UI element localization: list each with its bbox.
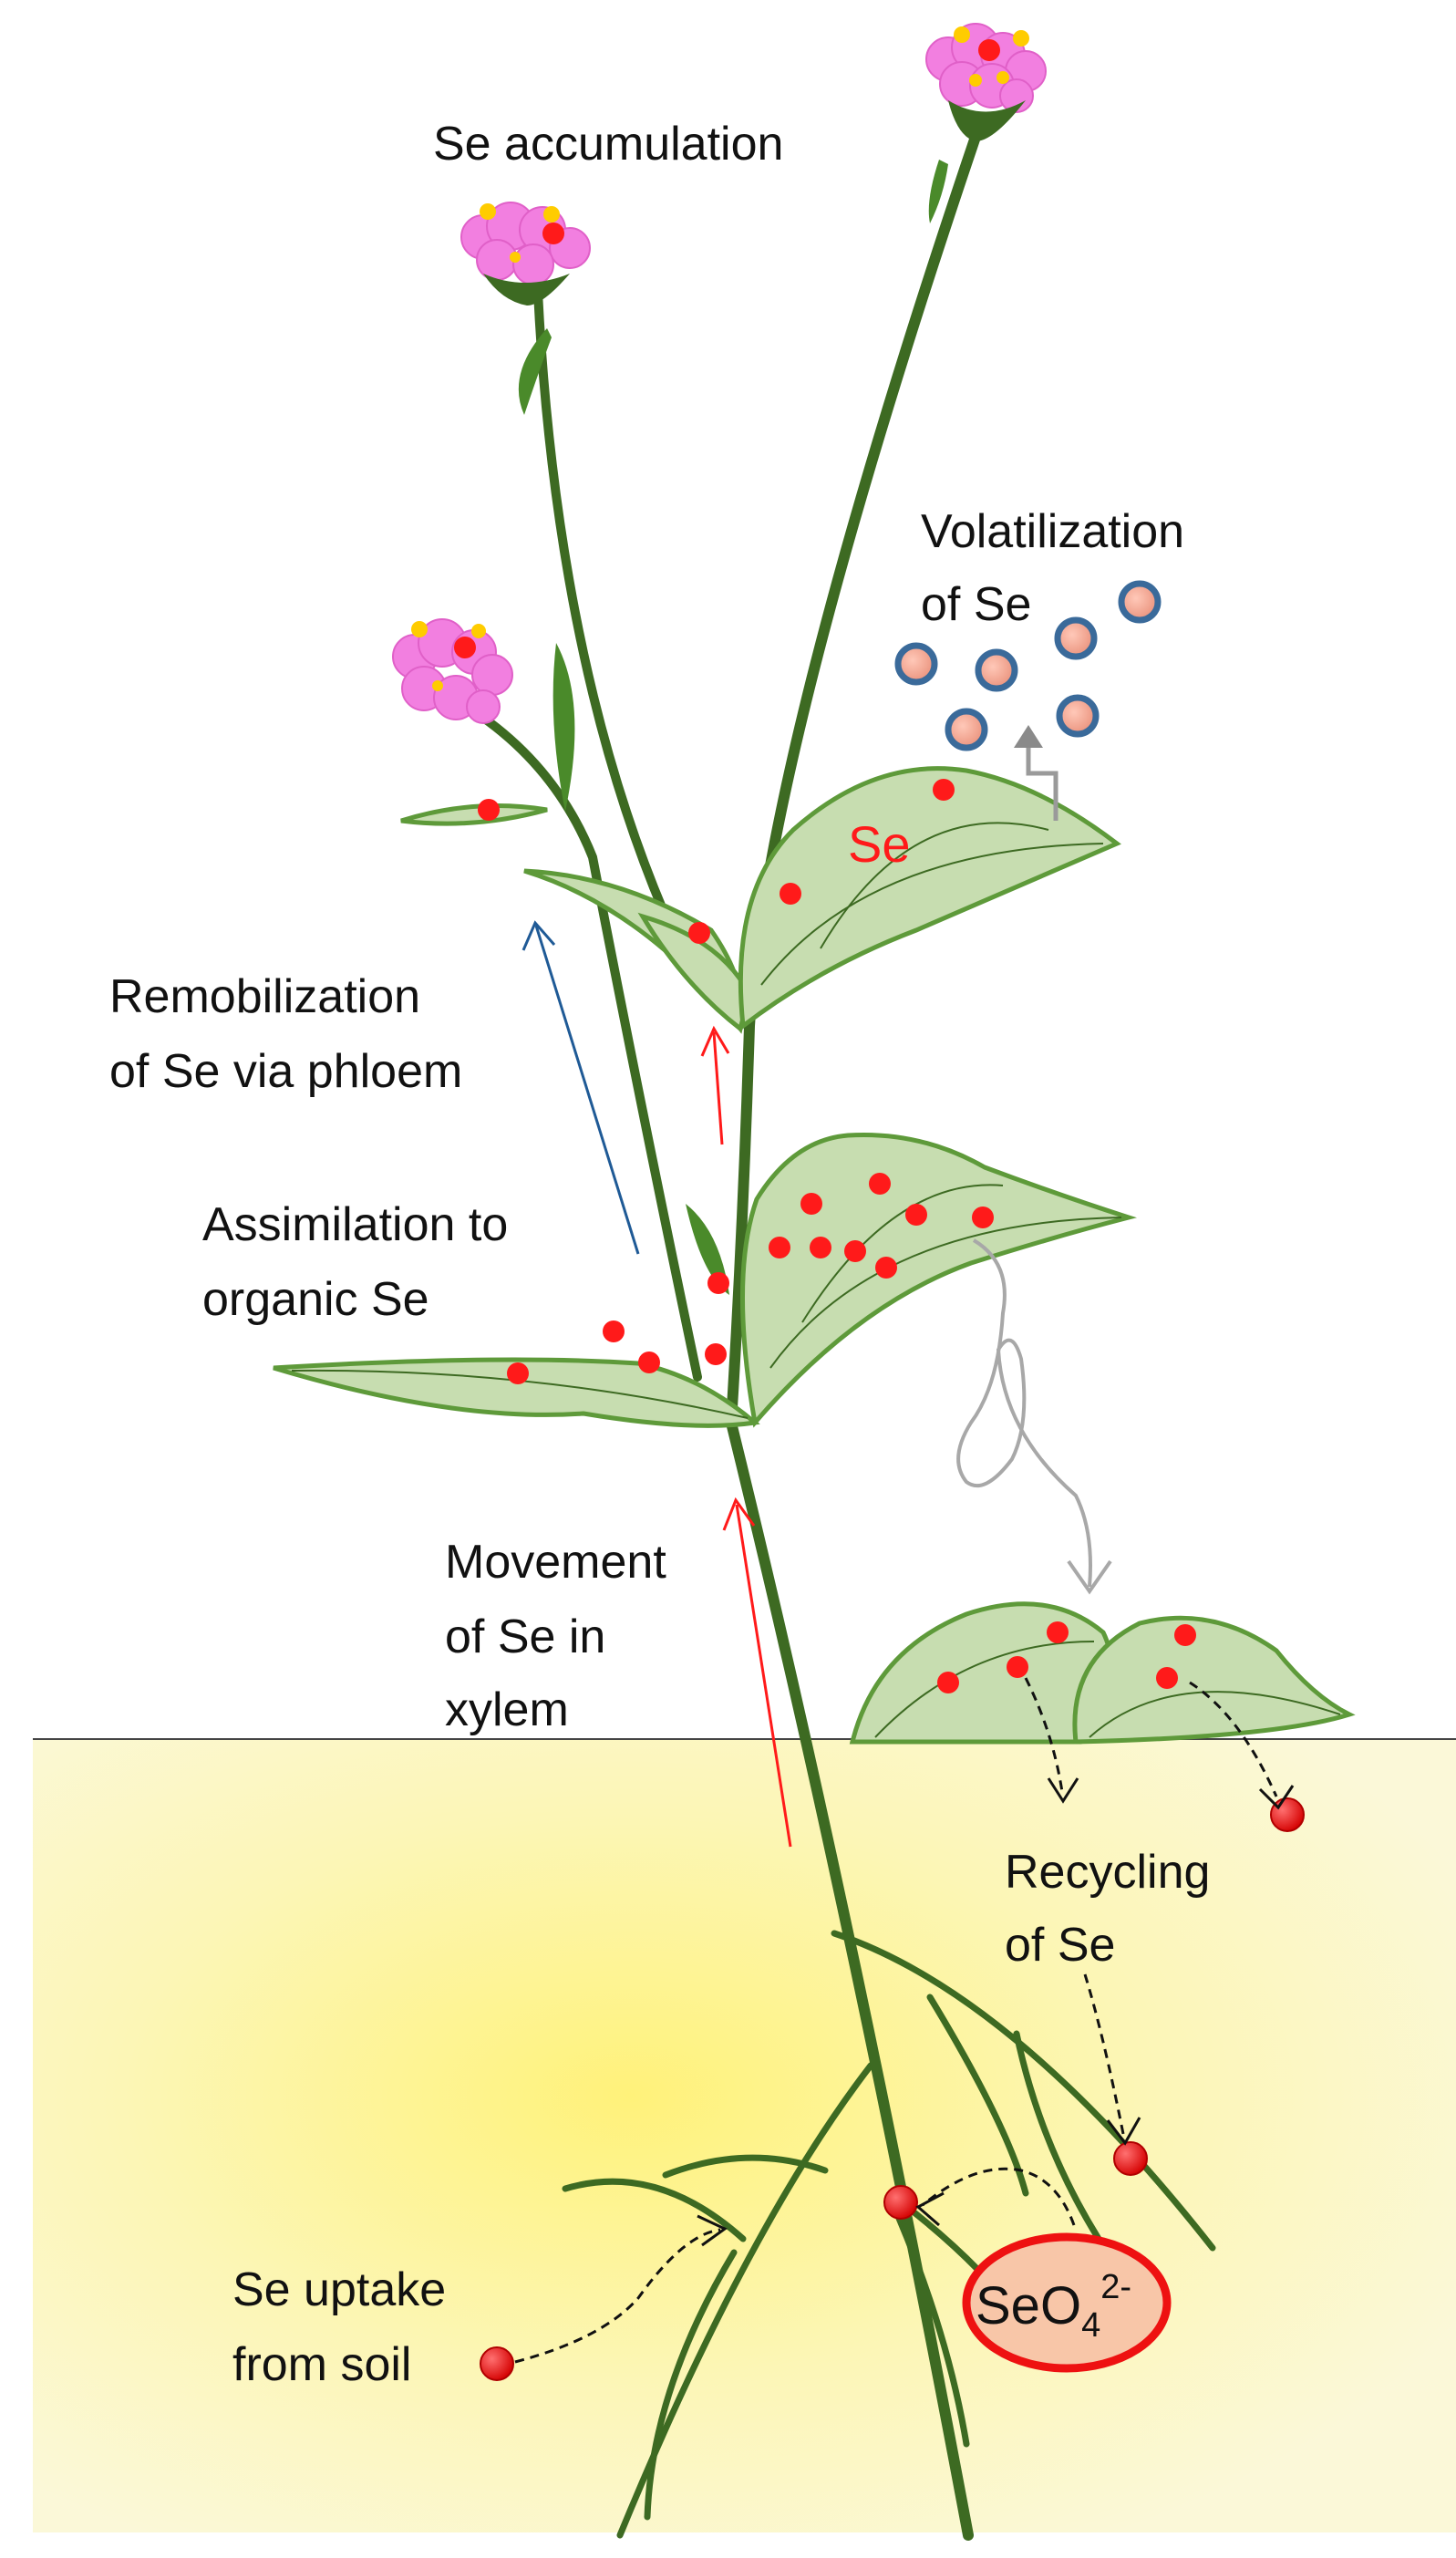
xylem-arrow-upper <box>712 1031 724 1145</box>
label-remobilization-2: of Se via phloem <box>109 1045 462 1098</box>
label-assimilation: Assimilation to <box>202 1198 508 1251</box>
volatilization-arrow <box>1026 743 1058 821</box>
label-movement-2: of Se in <box>445 1610 605 1663</box>
small-leaf <box>552 643 575 812</box>
small-leaf-horizontal <box>400 803 548 826</box>
se-dots <box>454 39 1196 1693</box>
leaf-fall-arrow <box>956 1238 1092 1588</box>
volatilized-se-molecules <box>894 580 1162 751</box>
label-recycling: Recycling <box>1005 1846 1210 1899</box>
label-uptake-2: from soil <box>232 2338 411 2391</box>
label-volatilization: Volatilization <box>921 505 1184 558</box>
main-stem <box>726 1417 974 2541</box>
soil-region <box>33 1739 1456 2532</box>
small-leaf <box>928 160 948 223</box>
branch-left <box>533 287 668 917</box>
label-remobilization: Remobilization <box>109 970 420 1023</box>
label-se-accumulation: Se accumulation <box>433 118 783 171</box>
selenate-ion <box>962 2232 1172 2373</box>
selenate-base: SeO <box>976 2276 1081 2335</box>
selenate-superscript: 2- <box>1100 2268 1131 2306</box>
label-se-in-leaf: Se <box>848 815 911 873</box>
branch-lower <box>470 707 702 1382</box>
label-selenate: SeO42- <box>976 2268 1131 2345</box>
flower-top-left <box>460 202 591 306</box>
label-movement: Movement <box>445 1536 666 1589</box>
label-volatilization-2: of Se <box>921 578 1031 631</box>
label-assimilation-2: organic Se <box>202 1273 429 1326</box>
label-uptake: Se uptake <box>232 2263 446 2316</box>
small-leaf <box>518 328 552 415</box>
label-recycling-2: of Se <box>1005 1919 1115 1972</box>
fallen-leaf-right <box>1072 1615 1356 1745</box>
selenate-subscript: 4 <box>1081 2306 1100 2345</box>
dashed-flow-arrows <box>514 1677 1278 2364</box>
xylem-arrow-lower <box>735 1504 792 1848</box>
label-movement-3: xylem <box>445 1683 569 1736</box>
phloem-arrow <box>534 925 640 1255</box>
upper-right-leaf <box>738 766 1121 1030</box>
upper-left-inner-leaf <box>637 912 752 1033</box>
flower-lower-left <box>392 618 513 724</box>
flower-top-right <box>925 23 1047 141</box>
middle-right-leaf <box>740 1132 1138 1428</box>
